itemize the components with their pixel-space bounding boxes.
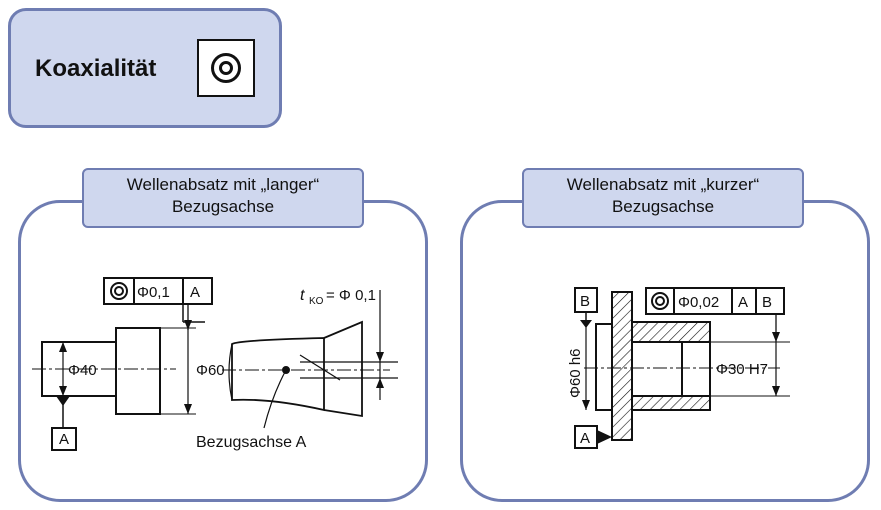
right-datum-b: B: [580, 293, 590, 310]
left-tolerance-frame: [103, 277, 213, 305]
coaxiality-outer-ring: [211, 53, 241, 83]
right-frame-datum1: A: [738, 294, 748, 311]
datum-triangle-a: [56, 396, 70, 406]
left-tab-line1: Wellenabsatz mit „langer“: [126, 175, 320, 194]
left-drawing: [32, 277, 398, 451]
left-panel-tab: Wellenabsatz mit „langer“ Bezugsachse: [82, 168, 364, 228]
left-frame-value: Φ0,1: [137, 284, 170, 301]
right-tab-line2: Bezugsachse: [611, 197, 715, 216]
frame-coaxiality-icon: [110, 282, 128, 300]
left-frame-datum: A: [190, 284, 200, 301]
left-tab-line2: Bezugsachse: [171, 197, 275, 216]
coaxiality-inner-ring: [219, 61, 233, 75]
tolerance-label: t: [300, 287, 305, 304]
left-dim-large: Φ60: [196, 362, 225, 379]
left-dim-small: Φ40: [68, 362, 97, 379]
right-drawing: [574, 287, 790, 449]
right-datum-a: A: [580, 430, 590, 447]
right-panel-tab: Wellenabsatz mit „kurzer“ Bezugsachse: [522, 168, 804, 228]
axis-label: Bezugsachse A: [196, 434, 307, 451]
right-frame-value: Φ0,02: [678, 294, 719, 311]
right-frame-datum2: B: [762, 294, 772, 311]
right-shaft-dim: Φ60 h6: [567, 348, 584, 398]
tolerance-value: = Φ 0,1: [326, 287, 376, 304]
coaxiality-icon: [197, 39, 255, 97]
frame-coaxiality-icon-right: [651, 292, 669, 310]
title-box: Koaxialität: [8, 8, 282, 128]
tolerance-sub: KO: [309, 296, 324, 307]
flange: [611, 291, 633, 441]
right-bore-dim: Φ30 H7: [716, 361, 768, 378]
datum-box-a: [51, 427, 77, 451]
left-datum-label: A: [59, 431, 69, 448]
page-title: Koaxialität: [35, 55, 157, 82]
shaft-large: [115, 327, 161, 415]
right-tab-line1: Wellenabsatz mit „kurzer“: [566, 175, 760, 194]
